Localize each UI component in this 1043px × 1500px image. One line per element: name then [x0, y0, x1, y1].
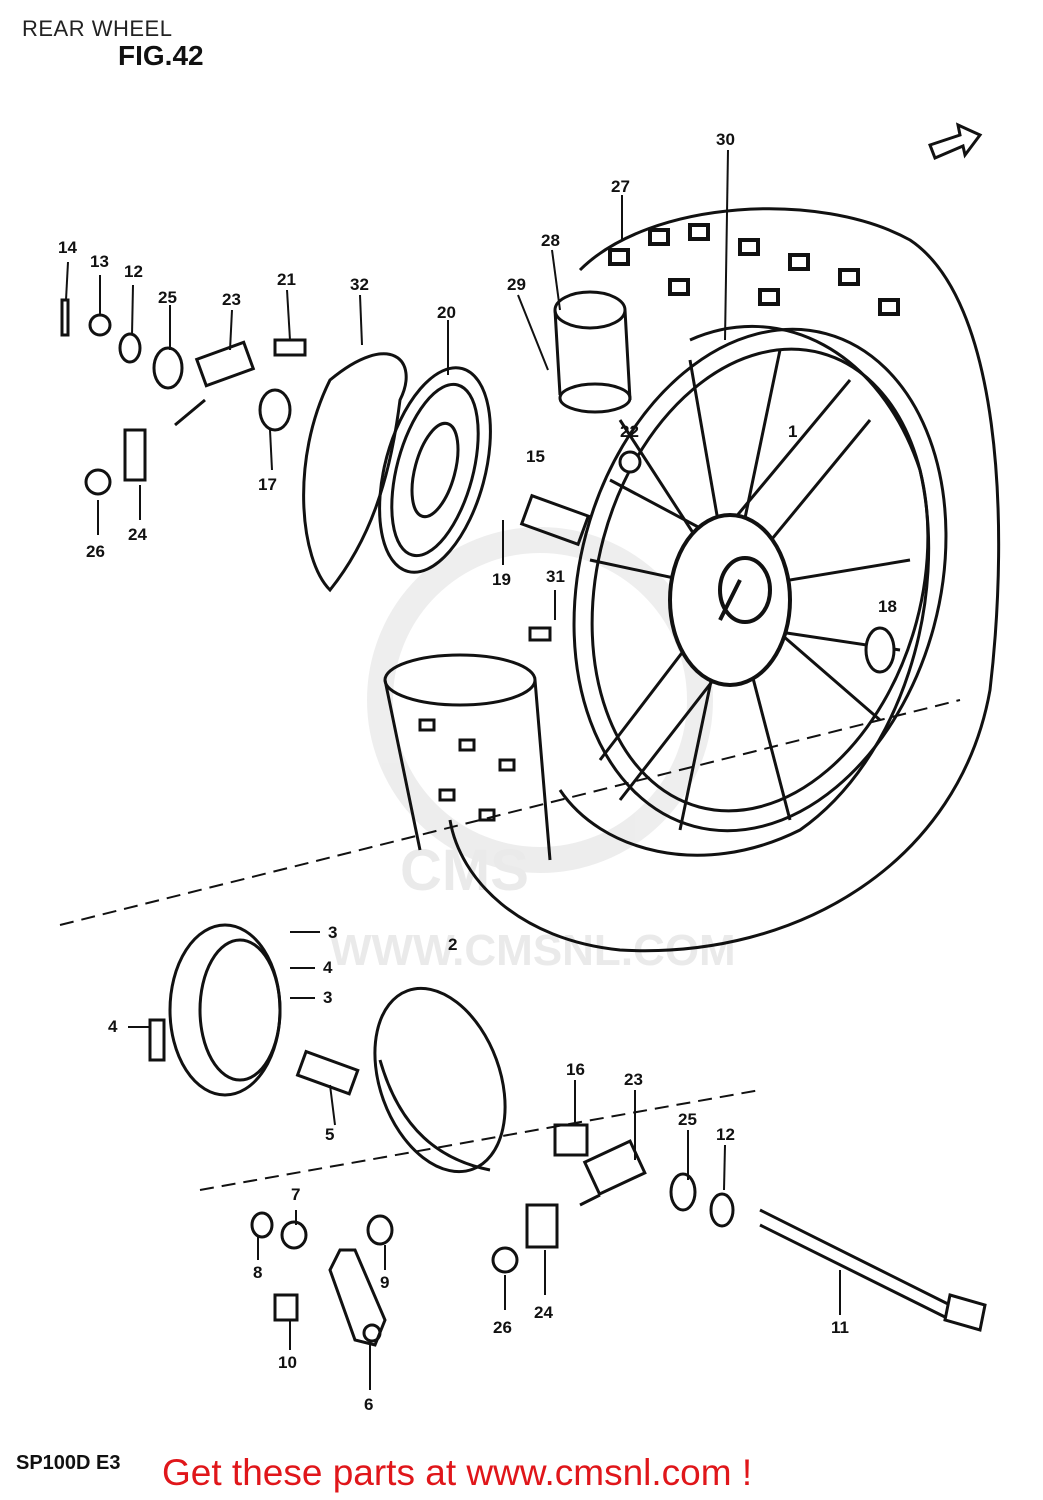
axle [759, 1208, 987, 1332]
callout-17: 17 [258, 475, 277, 494]
callout-12b: 12 [716, 1125, 735, 1144]
callout-5: 5 [325, 1125, 334, 1144]
callout-13: 13 [90, 252, 109, 271]
small-parts [60, 298, 896, 1322]
callout-3b: 3 [323, 988, 332, 1007]
callout-19: 19 [492, 570, 511, 589]
wheel-hub [668, 513, 792, 687]
callout-3a: 3 [328, 923, 337, 942]
callout-23b: 23 [624, 1070, 643, 1089]
callout-25b: 25 [678, 1110, 697, 1129]
callout-18: 18 [878, 597, 897, 616]
callout-25: 25 [158, 288, 177, 307]
callout-29: 29 [507, 275, 526, 294]
callout-24: 24 [128, 525, 147, 544]
callout-24b: 24 [534, 1303, 553, 1322]
sprocket-guard [302, 352, 408, 593]
callout-12: 12 [124, 262, 143, 281]
callout-30: 30 [716, 130, 735, 149]
watermark-logo: CMS [400, 838, 529, 903]
tire [448, 207, 1001, 953]
cta-link[interactable]: Get these parts at www.cmsnl.com ! [162, 1452, 753, 1493]
spacer [519, 493, 591, 547]
centerline [59, 699, 961, 1191]
callout-4b: 4 [108, 1017, 118, 1036]
callout-14: 14 [58, 238, 77, 257]
tire-section [383, 653, 552, 861]
leader-lines [65, 149, 841, 1390]
figure-number: FIG.42 [118, 40, 204, 71]
brake-shoes [168, 923, 282, 1097]
callout-15: 15 [526, 447, 545, 466]
callout-7: 7 [291, 1185, 300, 1204]
callout-16: 16 [566, 1060, 585, 1079]
page-title: REAR WHEEL [22, 16, 173, 41]
callout-31: 31 [546, 567, 565, 586]
callout-8: 8 [253, 1263, 262, 1282]
callout-23: 23 [222, 290, 241, 309]
callout-20: 20 [437, 303, 456, 322]
callout-10: 10 [278, 1353, 297, 1372]
callout-28: 28 [541, 231, 560, 250]
callout-27: 27 [611, 177, 630, 196]
callout-6: 6 [364, 1395, 373, 1414]
sprocket [378, 366, 492, 574]
callout-9: 9 [380, 1273, 389, 1292]
forward-arrow-icon [928, 122, 983, 160]
brake-panel [373, 986, 507, 1174]
rim [572, 327, 948, 833]
callout-26b: 26 [493, 1318, 512, 1337]
brake-arm [328, 1248, 387, 1347]
callout-22: 22 [620, 422, 639, 441]
callout-32: 32 [350, 275, 369, 294]
callout-4a: 4 [323, 958, 333, 977]
callout-2: 2 [448, 935, 457, 954]
callout-26: 26 [86, 542, 105, 561]
callout-labels: 14 13 12 25 23 21 32 20 29 28 27 30 22 1… [58, 130, 897, 1414]
callout-21: 21 [277, 270, 296, 289]
model-code: SP100D E3 [16, 1452, 121, 1474]
callout-11: 11 [831, 1318, 849, 1337]
rim-band [553, 290, 632, 414]
callout-1: 1 [788, 422, 797, 441]
